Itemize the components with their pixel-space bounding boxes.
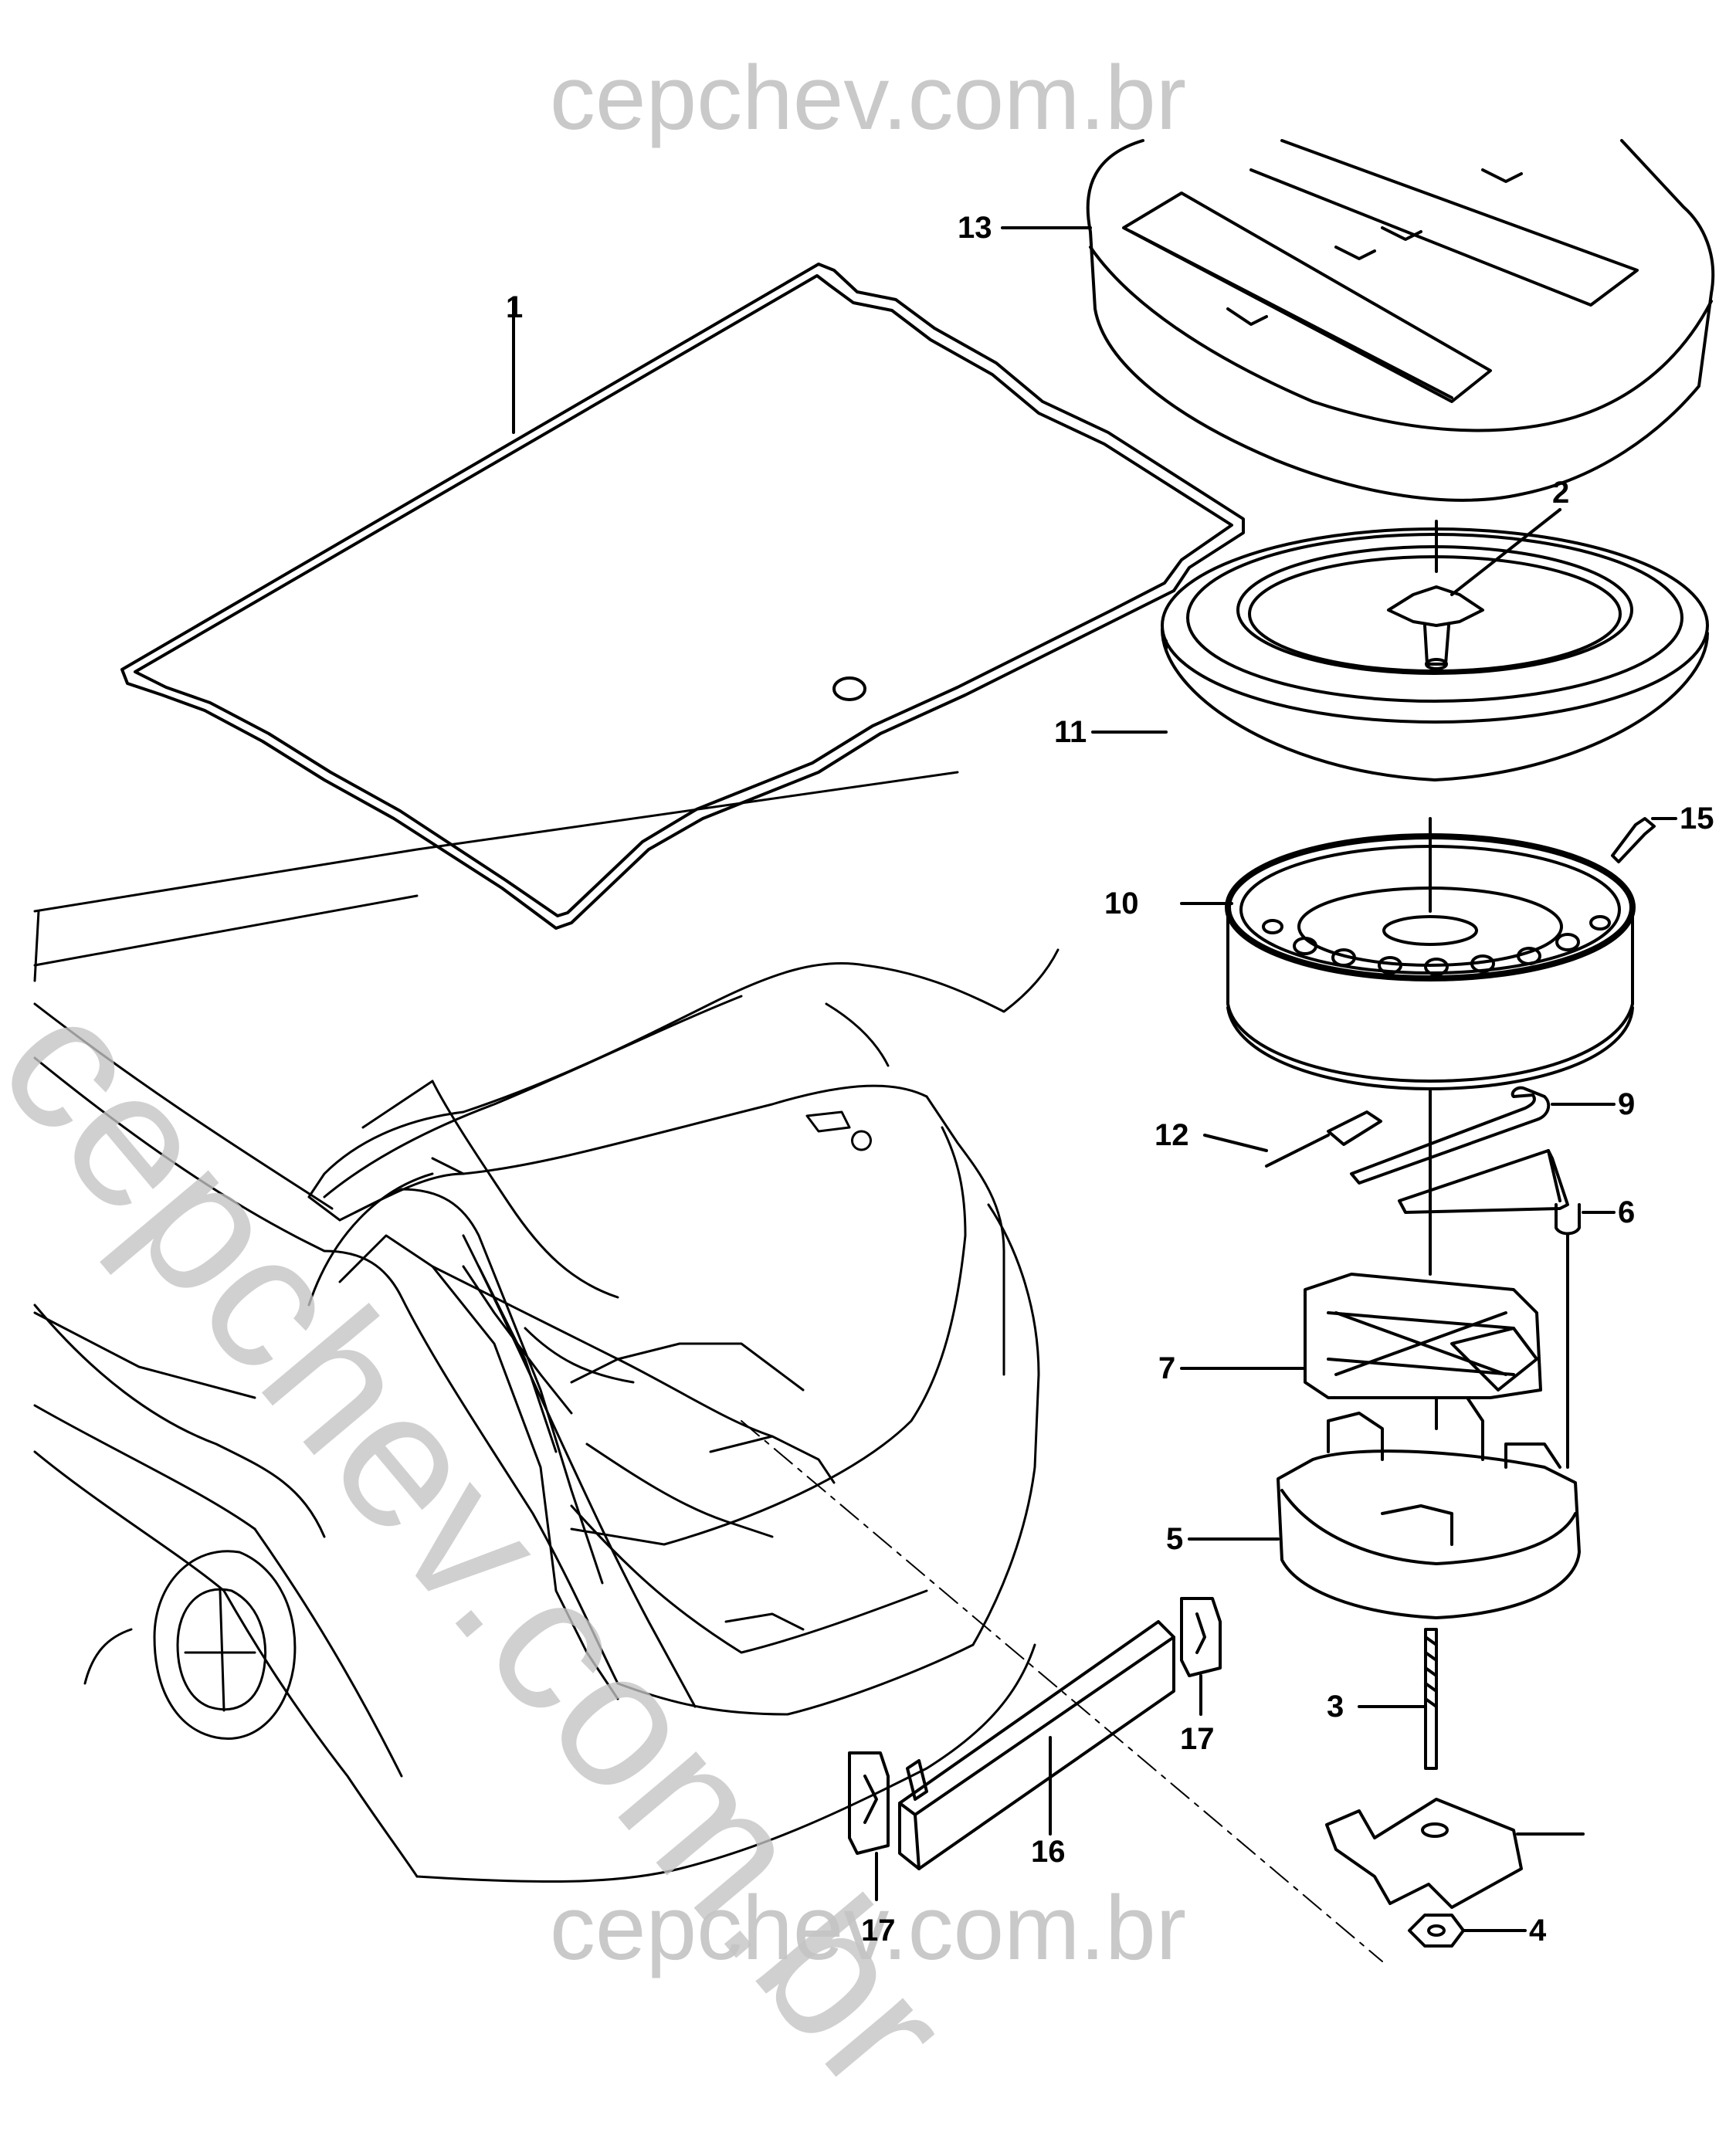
part-5-tool-tray (1188, 1396, 1581, 1619)
part-bracket (1325, 1798, 1585, 1909)
part-16-foam-spacer (898, 1620, 1175, 1870)
callout-10: 10 (1104, 887, 1139, 920)
vehicle-rear-hatchback (33, 771, 1060, 1883)
diagram-drawing (33, 139, 1715, 1962)
callout-16: 16 (1031, 1835, 1066, 1869)
watermark-top: cepchev.com.br (549, 47, 1187, 149)
assembly-axis-line (741, 1420, 1383, 1962)
callout-17-right: 17 (1180, 1722, 1215, 1756)
part-1-trunk-floor-mat (120, 263, 1245, 930)
callout-7: 7 (1158, 1351, 1176, 1385)
part-13-trunk-organizer (1086, 139, 1715, 502)
parts-diagram: cepchev.com.br cepchev.com.br (0, 47, 1715, 2129)
callout-3: 3 (1327, 1690, 1344, 1724)
part-9-lug-wrench (1350, 1086, 1616, 1185)
part-12-screwdriver (1203, 1110, 1382, 1168)
part-6-jack-handle (1398, 1149, 1616, 1469)
callout-9: 9 (1618, 1087, 1636, 1121)
callout-13: 13 (958, 211, 992, 245)
callout-12: 12 (1155, 1118, 1189, 1152)
callout-15: 15 (1680, 802, 1714, 836)
part-17-clip-right (1180, 1597, 1222, 1716)
part-10-wheel-rim (1225, 817, 1636, 1090)
part-15-valve-stem (1611, 817, 1677, 863)
callout-11: 11 (1054, 715, 1087, 749)
callout-1: 1 (506, 290, 524, 324)
part-3-hold-down-bolt (1358, 1628, 1438, 1770)
watermark-bottom: cepchev.com.br (549, 1877, 1187, 1979)
callout-4: 4 (1529, 1914, 1547, 1948)
part-17-clip-left (848, 1751, 890, 1901)
callout-2: 2 (1552, 476, 1570, 510)
callout-17-left: 17 (861, 1914, 896, 1948)
callout-5: 5 (1166, 1522, 1184, 1556)
part-2-wing-nut (1387, 508, 1561, 670)
part-4-nut (1408, 1914, 1527, 1948)
callout-6: 6 (1618, 1195, 1636, 1229)
part-7-scissor-jack (1180, 1087, 1542, 1399)
